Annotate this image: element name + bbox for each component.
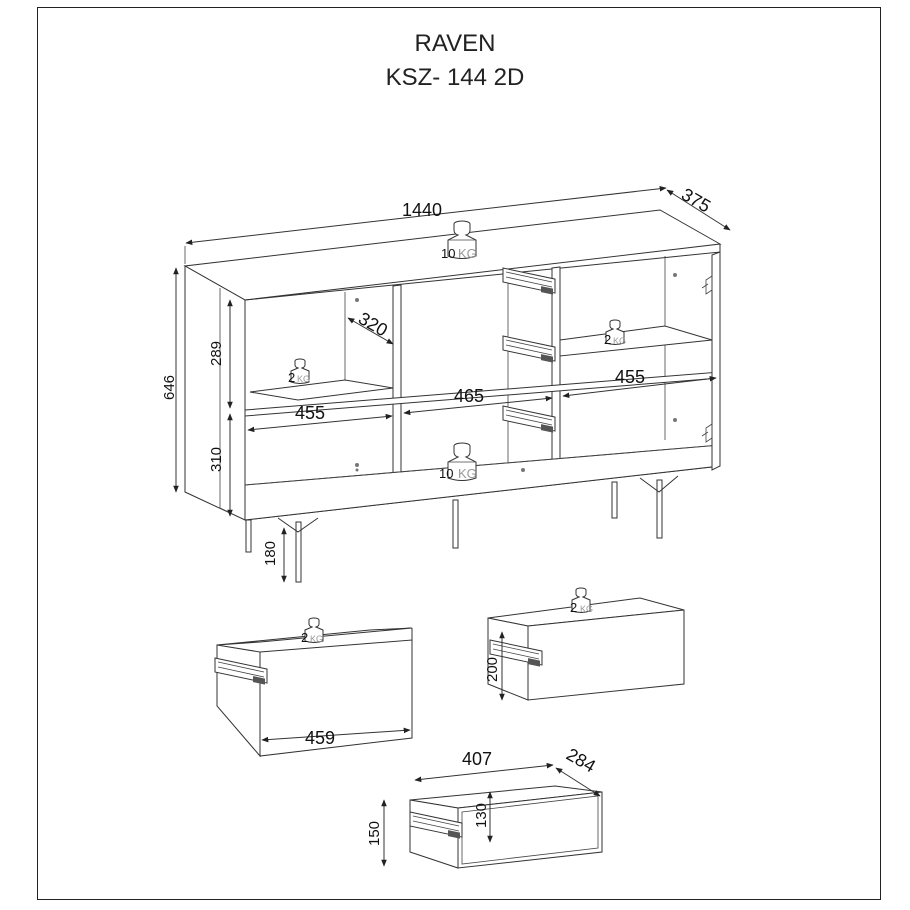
shelf-depth-label: 320 (355, 308, 391, 340)
sideboard-drawing (183, 209, 722, 583)
svg-text:2: 2 (301, 630, 308, 645)
svg-text:KG: KG (613, 336, 626, 346)
right-width-label: 455 (615, 367, 645, 387)
leg-height-label: 180 (262, 541, 279, 566)
drawer-front-width-label: 459 (305, 728, 335, 748)
depth-label: 375 (678, 184, 714, 216)
svg-text:KG: KG (297, 374, 310, 384)
weight-icon: 2 KG (604, 319, 626, 347)
weight-icon: 2 KG (301, 617, 324, 645)
weight-icon: 2 KG (288, 358, 310, 385)
svg-text:10: 10 (441, 246, 455, 261)
dimension-lines (173, 185, 731, 583)
upper-height-label: 289 (208, 341, 225, 366)
svg-text:KG: KG (458, 246, 477, 261)
drawer-box-width-label: 407 (462, 749, 492, 769)
width-label: 1440 (402, 200, 442, 220)
left-width-label: 455 (295, 403, 325, 423)
weight-icon: 10 KG (439, 442, 477, 481)
svg-text:2: 2 (604, 332, 611, 347)
height-label: 646 (161, 375, 178, 400)
product-name: RAVEN (414, 30, 496, 57)
svg-text:2: 2 (570, 600, 577, 615)
lower-height-label: 310 (208, 447, 225, 472)
weight-icon: 10 KG (441, 220, 477, 261)
weight-icon: 2 KG (570, 587, 593, 615)
svg-text:KG: KG (310, 634, 323, 644)
product-code: KSZ- 144 2D (385, 64, 525, 91)
drawing-frame (37, 7, 881, 900)
svg-text:2: 2 (288, 370, 295, 385)
svg-text:KG: KG (580, 604, 593, 614)
drawer-box (381, 762, 603, 869)
middle-width-label: 465 (454, 386, 484, 406)
drawer-inner-height-label: 130 (473, 803, 490, 828)
svg-text:10: 10 (439, 466, 453, 481)
drawer-box-depth-label: 284 (563, 744, 599, 776)
svg-text:KG: KG (458, 466, 477, 481)
drawer-box-height-label: 150 (366, 821, 383, 846)
drawer-front-height-label: 200 (484, 657, 501, 682)
